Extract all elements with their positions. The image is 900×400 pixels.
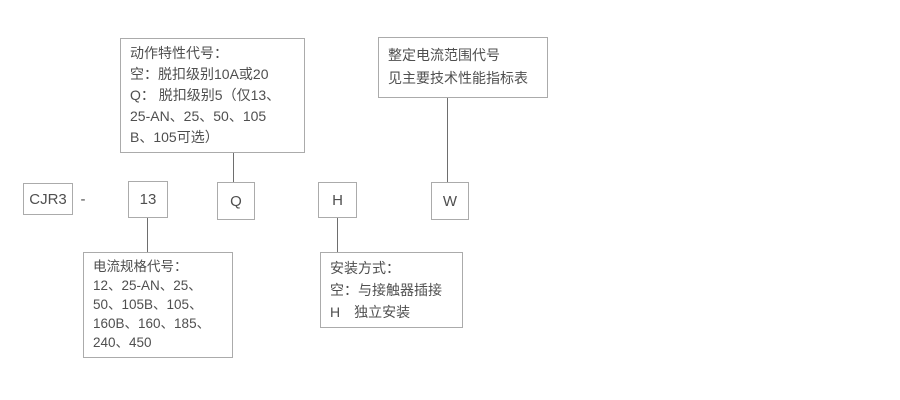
connector-setting-current-range	[447, 98, 448, 182]
callout-current-spec: 电流规格代号： 12、25-AN、25、 50、105B、105、 160B、1…	[83, 252, 233, 358]
action-characteristic-code-box: Q	[217, 182, 255, 220]
current-spec-code-box: 13	[128, 181, 168, 218]
callout-action-characteristic: 动作特性代号： 空：脱扣级别10A或20 Q： 脱扣级别5（仅13、 25-AN…	[120, 38, 305, 153]
separator-dash: -	[80, 190, 86, 208]
callout-setting-current-range: 整定电流范围代号 见主要技术性能指标表	[378, 37, 548, 98]
connector-action-characteristic	[233, 153, 234, 182]
connector-mounting	[337, 218, 338, 252]
setting-current-range-code-box: W	[431, 182, 469, 220]
callout-mounting-method: 安装方式： 空：与接触器插接 H 独立安装	[320, 252, 463, 328]
model-series-box: CJR3	[23, 183, 73, 215]
mounting-code-box: H	[318, 182, 357, 218]
connector-current-spec	[147, 218, 148, 252]
